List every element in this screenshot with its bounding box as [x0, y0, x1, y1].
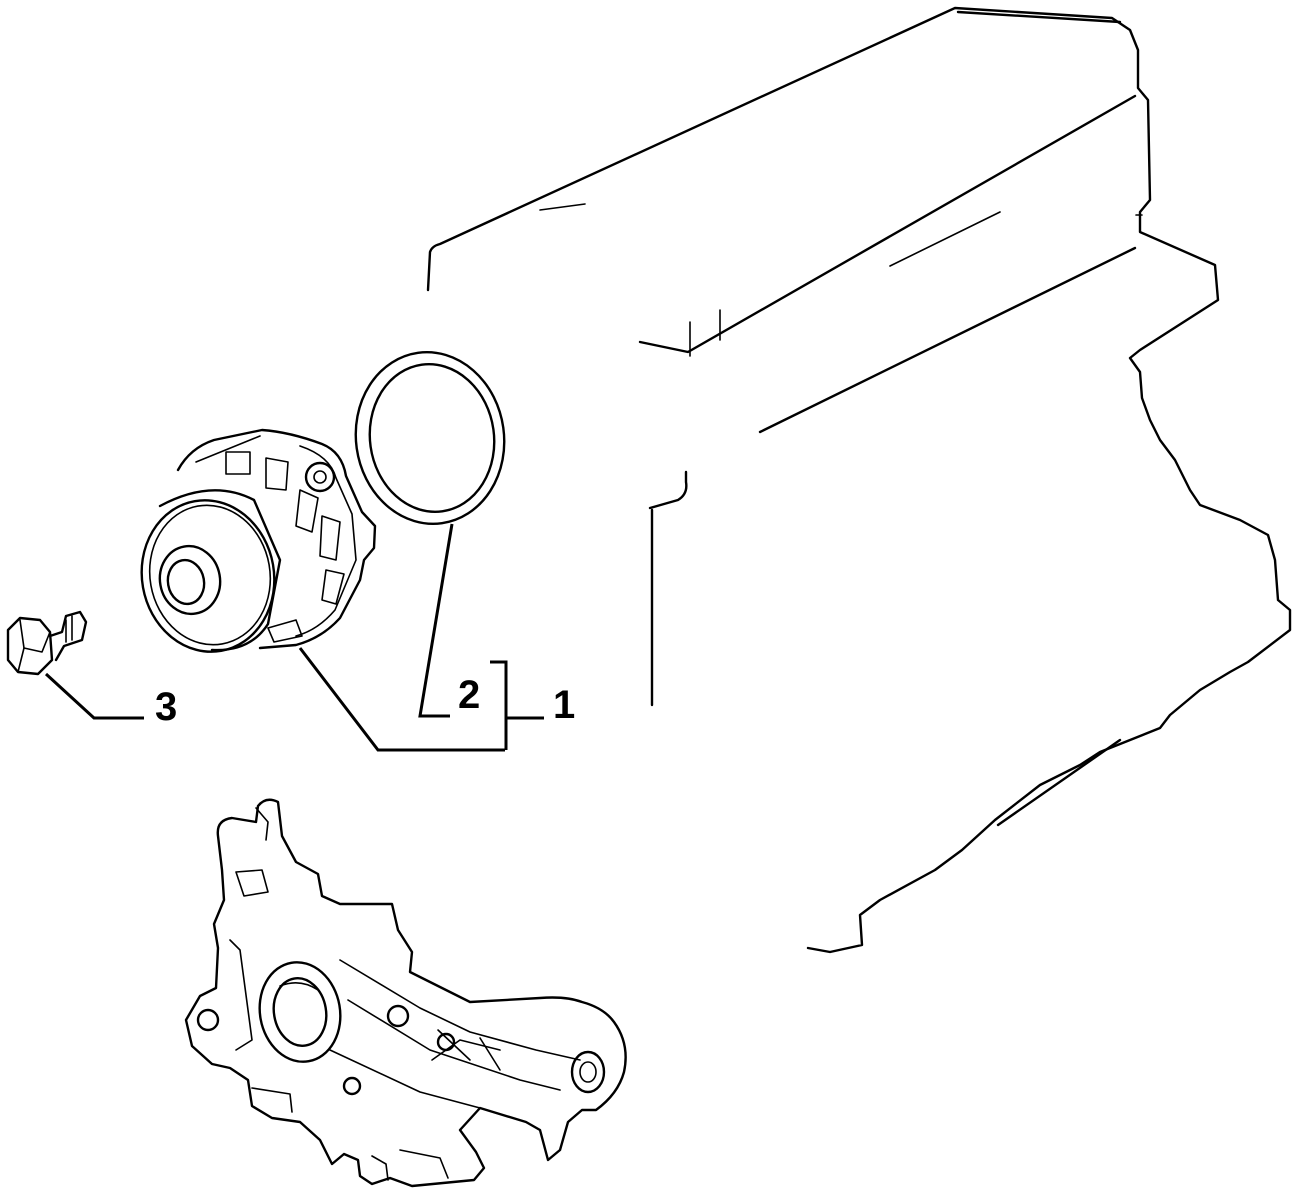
- callouts: 1 2 3: [155, 673, 575, 729]
- leader-line-1a: [298, 647, 505, 752]
- flange-bolt: [6, 610, 88, 676]
- oil-pump: [184, 798, 627, 1188]
- water-pump: [140, 428, 377, 653]
- pump-gasket: [354, 351, 506, 525]
- callout-3: 3: [155, 685, 177, 729]
- leader-line-2: [418, 523, 454, 718]
- leader-line-3: [44, 672, 144, 720]
- callout-1: 1: [553, 683, 575, 727]
- engine-block: [426, 6, 1292, 954]
- leader-lines: [44, 523, 544, 752]
- callout-2: 2: [458, 673, 480, 717]
- group-bracket: [490, 660, 544, 750]
